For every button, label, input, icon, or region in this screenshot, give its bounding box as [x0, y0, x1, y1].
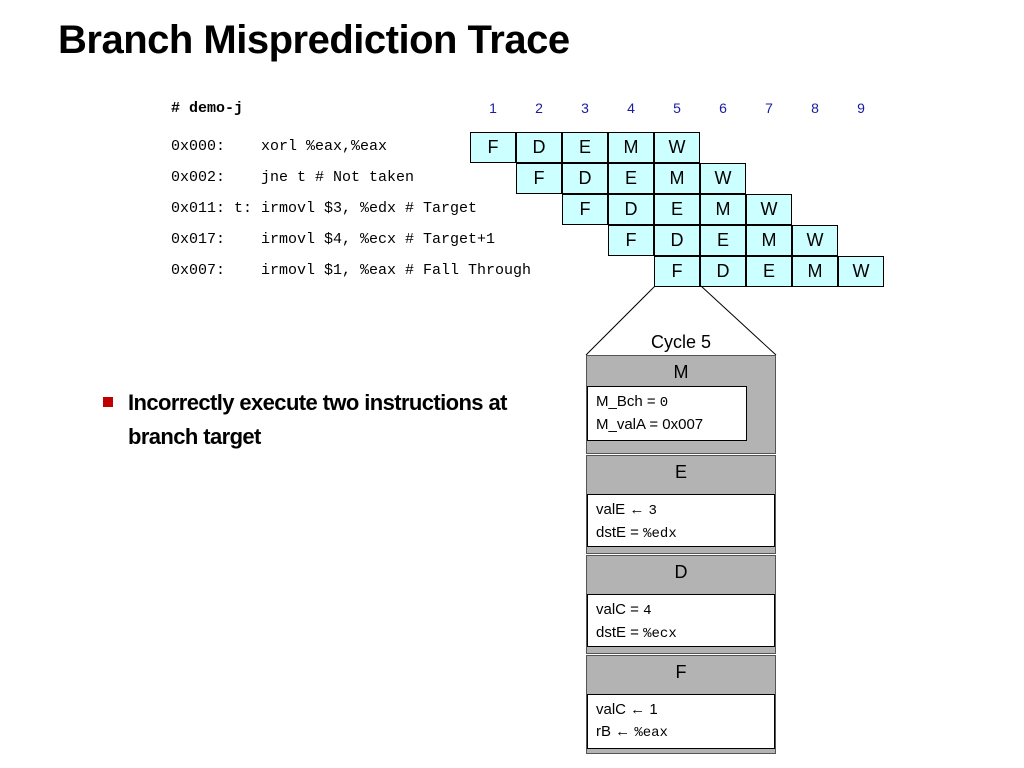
stage-label-m: M [673, 362, 689, 382]
register-box-d: valC = 4 dstE = %ecx [587, 594, 775, 647]
stage-cell: W [838, 256, 884, 287]
stage-cell: W [654, 132, 700, 163]
cycle-number: 3 [581, 100, 589, 116]
stage-cell: E [608, 163, 654, 194]
stage-cell: D [700, 256, 746, 287]
stage-cell: M [654, 163, 700, 194]
zoom-line-left [585, 285, 656, 356]
cycle-number: 2 [535, 100, 543, 116]
register-box-f: valC ← 1 rB ← %eax [587, 694, 775, 749]
instruction-text: 0x017: irmovl $4, %ecx # Target+1 [171, 231, 496, 248]
register-line: rB ← %eax [596, 721, 774, 744]
stage-cell: M [746, 225, 792, 256]
stage-cell: D [654, 225, 700, 256]
register-label: rB ← [596, 723, 635, 740]
stage-cell: E [654, 194, 700, 225]
register-line: valE ← 3 [596, 499, 774, 522]
stage-cell: F [608, 225, 654, 256]
register-line: M_Bch = 0 [596, 391, 746, 414]
stage-cell: F [562, 194, 608, 225]
register-line: dstE = %ecx [596, 622, 774, 645]
cycle-number: 9 [857, 100, 865, 116]
pipeline-stage-e: E valE ← 3 dstE = %edx [586, 455, 776, 554]
cycle-number: 7 [765, 100, 773, 116]
stage-cell: M [792, 256, 838, 287]
stage-cell: M [608, 132, 654, 163]
stage-cell: E [700, 225, 746, 256]
stage-label-d: D [674, 562, 688, 582]
stage-cell: D [516, 132, 562, 163]
register-label: dstE = [596, 624, 644, 641]
stage-cell: E [562, 132, 608, 163]
register-line: valC ← 1 [596, 699, 774, 721]
stage-cell: D [608, 194, 654, 225]
stage-cell: W [792, 225, 838, 256]
register-value: %edx [643, 526, 677, 542]
bullet-marker [103, 397, 113, 407]
stage-cell: W [700, 163, 746, 194]
register-label: valC = [596, 601, 644, 618]
stage-cell: W [746, 194, 792, 225]
pipeline-stage-d: D valC = 4 dstE = %ecx [586, 555, 776, 654]
register-box-e: valE ← 3 dstE = %edx [587, 494, 775, 547]
stage-label-f: F [675, 662, 687, 682]
stage-cell: D [562, 163, 608, 194]
cycle-number: 4 [627, 100, 635, 116]
register-label: valC ← 1 [596, 701, 658, 718]
stage-cell: M [700, 194, 746, 225]
register-line: dstE = %edx [596, 522, 774, 545]
register-value: 4 [643, 603, 652, 619]
stage-label-e: E [674, 462, 687, 482]
register-label: valE ← [596, 501, 649, 518]
instruction-text: 0x000: xorl %eax,%eax [171, 138, 388, 155]
stage-cell: F [654, 256, 700, 287]
instruction-text: 0x002: jne t # Not taken [171, 169, 415, 186]
stage-cell: E [746, 256, 792, 287]
register-label: M_Bch = [596, 393, 660, 410]
slide-title: Branch Misprediction Trace [58, 18, 570, 62]
instruction-text: 0x007: irmovl $1, %eax # Fall Through [171, 262, 532, 279]
register-line: valC = 4 [596, 599, 774, 622]
register-value: 0 [659, 395, 669, 411]
instruction-text: 0x011: t: irmovl $3, %edx # Target [171, 200, 478, 217]
cycle-number: 6 [719, 100, 727, 116]
register-box-m: M_Bch = 0 M_valA = 0x007 [587, 386, 747, 441]
register-line: M_valA = 0x007 [596, 414, 746, 436]
cycle-number: 5 [673, 100, 681, 116]
register-value: %eax [634, 725, 668, 741]
cycle-label: Cycle 5 [650, 332, 712, 352]
register-label: dstE = [596, 524, 644, 541]
stage-cell: F [516, 163, 562, 194]
stage-cell: F [470, 132, 516, 163]
program-name: # demo-j [171, 100, 244, 117]
pipeline-stage-f: F valC ← 1 rB ← %eax [586, 655, 776, 754]
bullet-text: Incorrectly execute two instructions at … [128, 390, 507, 449]
register-value: 3 [648, 503, 657, 519]
cycle-number: 8 [811, 100, 819, 116]
zoom-line-right [700, 285, 777, 356]
cycle-number: 1 [489, 100, 497, 116]
register-label: M_valA = 0x007 [596, 416, 704, 433]
pipeline-stage-m: M M_Bch = 0 M_valA = 0x007 [586, 355, 776, 454]
register-value: %ecx [643, 626, 677, 642]
